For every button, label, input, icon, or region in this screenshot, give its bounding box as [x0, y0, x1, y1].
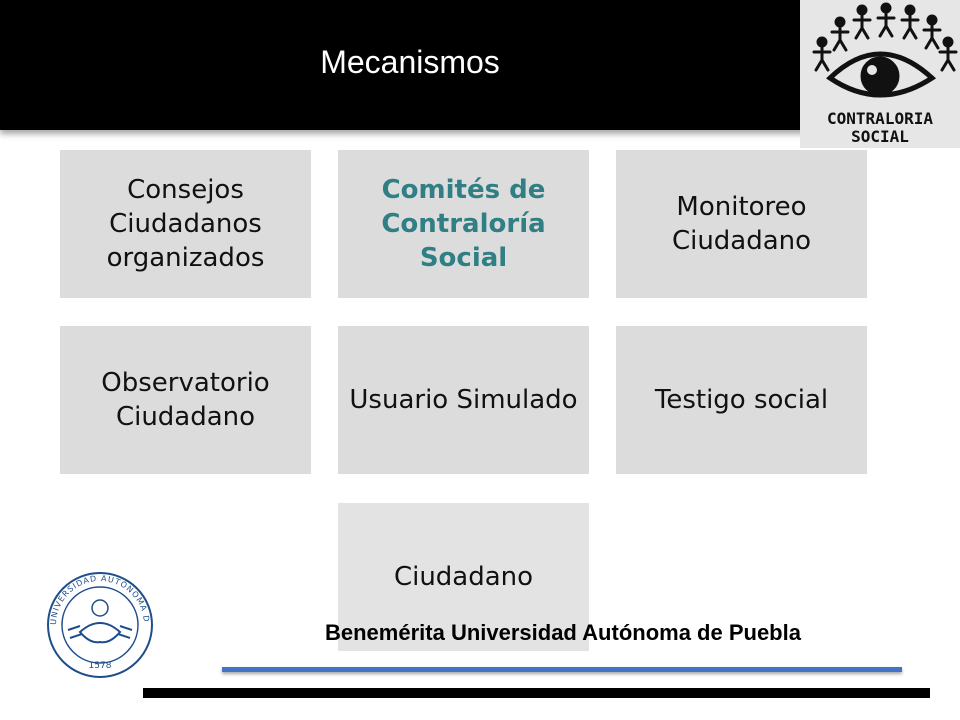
university-seal-icon: UNIVERSIDAD AUTÓNOMA DE PUEBLA 1578: [37, 563, 153, 678]
tile-comites-contraloria[interactable]: Comités de Contraloría Social: [338, 150, 589, 298]
tile-observatorio-ciudadano[interactable]: Observatorio Ciudadano: [60, 326, 311, 474]
seal-year: 1578: [89, 661, 112, 671]
eye-people-icon: CONTRALORIA SOCIAL: [812, 2, 958, 146]
contraloria-social-logo: CONTRALORIA SOCIAL: [800, 0, 960, 148]
footer-divider: [143, 688, 930, 698]
slide-title: Mecanismos: [320, 44, 500, 80]
logo-line-1: CONTRALORIA: [827, 109, 933, 128]
logo-line-2: SOCIAL: [851, 127, 909, 146]
tile-consejos-ciudadanos[interactable]: Consejos Ciudadanos organizados: [60, 150, 311, 298]
tile-testigo-social[interactable]: Testigo social: [616, 326, 867, 474]
university-seal: UNIVERSIDAD AUTÓNOMA DE PUEBLA 1578: [37, 563, 160, 680]
footer-accent-line: [222, 667, 902, 672]
tile-ciudadano[interactable]: Ciudadano: [338, 503, 589, 651]
tile-usuario-simulado[interactable]: Usuario Simulado: [338, 326, 589, 474]
tile-monitoreo-ciudadano[interactable]: Monitoreo Ciudadano: [616, 150, 867, 298]
institution-name: Benemérita Universidad Autónoma de Puebl…: [325, 620, 801, 645]
